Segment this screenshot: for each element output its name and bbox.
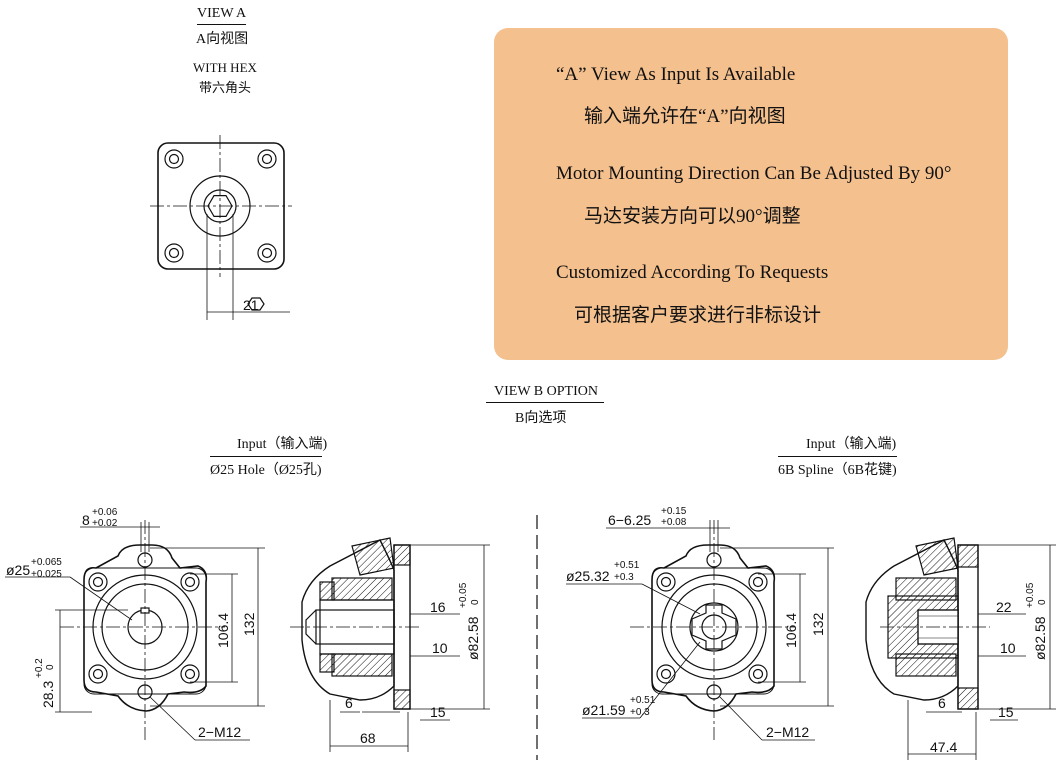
right-pilot: ø82.58 [1032, 616, 1048, 660]
left-section-view [290, 537, 490, 752]
left-hole-label: Ø25 Hole（Ø25孔) [210, 456, 322, 479]
left-dim-16: 16 [430, 599, 446, 615]
notes-box: “A” View As Input Is Available 输入端允许在“A”… [494, 28, 1008, 360]
left-key-width: 8 [82, 512, 90, 528]
left-key-height-tol-low: 0 [45, 664, 56, 670]
right-dim-106: 106.4 [783, 613, 799, 648]
left-dim-132: 132 [241, 612, 257, 636]
right-dim-22: 22 [996, 599, 1012, 615]
left-front-view [5, 520, 265, 741]
right-spline-dim: 6−6.25 [608, 512, 651, 528]
view-a-title-cn: A向视图 [196, 32, 249, 47]
right-dim-15: 15 [998, 704, 1014, 720]
left-pilot-tol-low: 0 [470, 599, 481, 605]
left-dim-6: 6 [345, 695, 353, 711]
right-minor-tol-up: +0.51 [630, 695, 656, 706]
note-line-2-cn: 马达安装方向可以90°调整 [584, 206, 801, 227]
left-pilot-tol-up: +0.05 [458, 582, 469, 608]
right-front-view [566, 520, 834, 741]
right-major-tol-low: +0.3 [614, 572, 634, 583]
view-a-title: VIEW A [197, 6, 247, 25]
left-dim-10: 10 [432, 640, 448, 656]
right-pilot-tol-up: +0.05 [1025, 582, 1036, 608]
left-dim-106: 106.4 [215, 613, 231, 648]
right-minor: ø21.59 [582, 702, 626, 718]
left-bore-tol-low: +0.025 [31, 569, 62, 580]
left-dim-68: 68 [360, 730, 376, 746]
view-b-title: VIEW B OPTION [486, 384, 604, 403]
right-section-view [865, 537, 1056, 760]
right-dim-6: 6 [938, 695, 946, 711]
left-key-height-tol-up: +0.2 [34, 658, 45, 678]
right-major: ø25.32 [566, 568, 610, 584]
left-input-label: Input（输入端) [237, 437, 328, 452]
right-dim-132: 132 [810, 612, 826, 636]
note-line-1-cn: 输入端允许在“A”向视图 [584, 106, 786, 127]
left-pilot: ø82.58 [465, 616, 481, 660]
right-thread: 2−M12 [766, 724, 809, 740]
view-a-drawing [150, 135, 292, 320]
view-b-title-cn: B向选项 [515, 411, 567, 426]
right-pilot-tol-low: 0 [1037, 599, 1048, 605]
right-dim-10: 10 [1000, 640, 1016, 656]
hex-label: WITH HEX [193, 60, 257, 75]
left-thread: 2−M12 [198, 724, 241, 740]
right-minor-tol-low: +0.3 [630, 707, 650, 718]
left-key-tol-up: +0.06 [92, 507, 118, 518]
right-spline-tol-low: +0.08 [661, 517, 687, 528]
right-dim-47: 47.4 [930, 739, 957, 755]
right-spline-label: 6B Spline（6B花键) [778, 456, 897, 479]
note-line-3: Customized According To Requests [556, 262, 829, 283]
left-bore-tol-up: +0.065 [31, 557, 62, 568]
left-key-tol-low: +0.02 [92, 518, 118, 529]
right-spline-tol-up: +0.15 [661, 506, 687, 517]
left-key-height: 28.3 [40, 681, 56, 708]
note-line-2: Motor Mounting Direction Can Be Adjusted… [556, 163, 952, 184]
left-bore: ø25 [6, 562, 30, 578]
left-dim-15: 15 [430, 704, 446, 720]
hex-label-cn: 带六角头 [199, 80, 252, 95]
right-input-label: Input（输入端) [806, 437, 897, 452]
right-major-tol-up: +0.51 [614, 560, 640, 571]
hex-dim: 21 [243, 297, 259, 313]
note-line-1: “A” View As Input Is Available [556, 64, 796, 85]
note-line-3-cn: 可根据客户要求进行非标设计 [574, 305, 822, 326]
